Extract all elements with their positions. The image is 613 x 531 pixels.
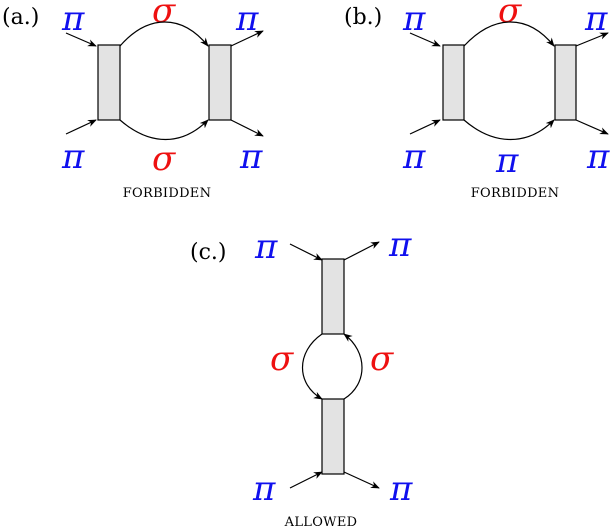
panel-b-pion-bottom-mid: π	[495, 141, 519, 181]
panel-a-left-vertex-box	[97, 44, 121, 121]
panel-a-sigma-bottom: σ	[152, 139, 176, 179]
panel-c-right-propagator	[343, 333, 363, 400]
panel-c-incoming-bottom-arrow	[289, 471, 323, 489]
panel-b: (b.) π σ π π π π FORBIDDEN	[344, 0, 610, 201]
panel-b-label: (b.)	[344, 5, 382, 30]
panel-c-pion-top-right: π	[388, 225, 412, 265]
panel-a-pion-top-left: π	[61, 0, 85, 39]
panel-b-top-propagator	[463, 21, 555, 47]
panel-b-incoming-bottom-arrow	[409, 119, 441, 135]
panel-a-pion-bottom-left: π	[61, 137, 85, 177]
panel-a-pion-bottom-right: π	[239, 137, 263, 177]
panel-a-incoming-top-arrow	[65, 32, 97, 47]
panel-c-sigma-left: σ	[270, 339, 294, 379]
panel-c-pion-bottom-right: π	[389, 469, 413, 509]
panel-b-caption: FORBIDDEN	[471, 186, 560, 201]
panel-a-top-propagator	[119, 21, 209, 47]
panel-b-pion-bottom-left: π	[402, 137, 426, 177]
panel-b-outgoing-bottom-arrow	[575, 119, 609, 135]
panel-b-outgoing-top-arrow	[575, 32, 609, 47]
panel-b-pion-top-left: π	[402, 0, 426, 39]
panel-b-pion-top-right: π	[584, 0, 608, 39]
panel-a: (a.) π σ π π σ π FORBIDDEN	[2, 0, 264, 201]
panel-c: (c.) π π σ σ π π ALLOWED	[190, 225, 413, 530]
panel-b-incoming-top-arrow	[409, 32, 441, 47]
panel-a-pion-top-right: π	[235, 0, 259, 39]
panel-b-sigma-top: σ	[498, 0, 522, 31]
panel-a-bottom-propagator	[119, 119, 209, 140]
panel-a-incoming-bottom-arrow	[65, 119, 97, 135]
panel-c-incoming-top-arrow	[289, 243, 323, 261]
panel-b-right-vertex-box	[554, 44, 577, 121]
panel-a-caption: FORBIDDEN	[123, 186, 212, 201]
panel-c-pion-top-left: π	[254, 227, 278, 267]
panel-c-caption: ALLOWED	[284, 515, 358, 530]
panel-a-sigma-top: σ	[152, 0, 176, 31]
panel-c-sigma-right: σ	[370, 339, 394, 379]
panel-c-label: (c.)	[190, 240, 226, 265]
panel-c-outgoing-bottom-arrow	[343, 471, 380, 489]
panel-b-bottom-propagator	[463, 119, 555, 140]
panel-a-label: (a.)	[2, 5, 39, 30]
panel-a-outgoing-bottom-arrow	[230, 119, 264, 137]
panel-c-outgoing-top-arrow	[343, 241, 380, 261]
panel-c-pion-bottom-left: π	[252, 469, 276, 509]
panel-a-right-vertex-box	[208, 44, 232, 121]
panel-c-left-propagator	[301, 333, 323, 400]
panel-c-bottom-vertex-box	[321, 398, 345, 475]
panel-c-top-vertex-box	[321, 258, 345, 335]
panel-b-pion-bottom-right: π	[586, 137, 610, 177]
panel-b-left-vertex-box	[442, 44, 465, 121]
panel-a-outgoing-top-arrow	[230, 30, 264, 47]
